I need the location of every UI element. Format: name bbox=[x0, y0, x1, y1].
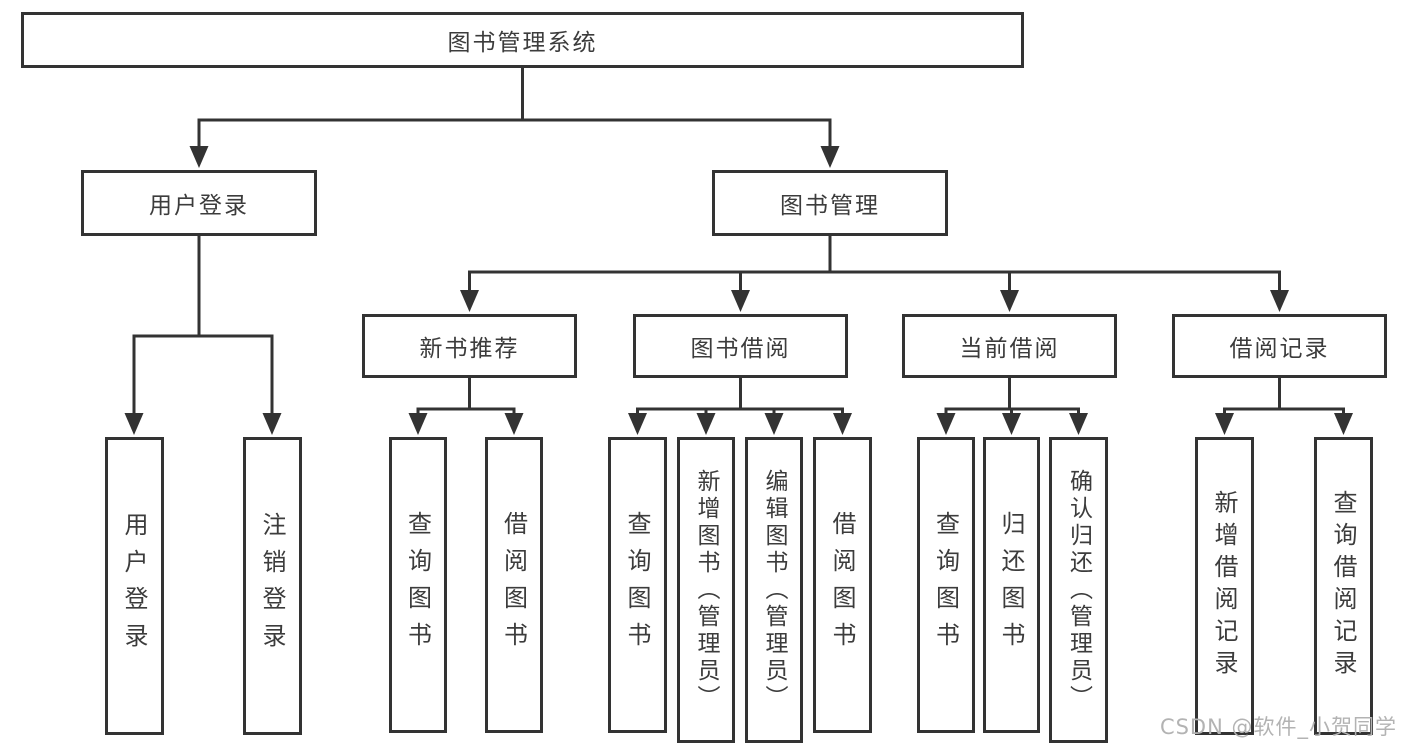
leaf-query-books-current: 查询图书 bbox=[917, 437, 975, 733]
leaf-user-login: 用户登录 bbox=[105, 437, 164, 735]
node-root-system-label: 图书管理系统 bbox=[447, 30, 598, 56]
leaf-query-borrow-record-label: 查询借阅记录 bbox=[1329, 490, 1357, 682]
leaf-query-books-recommend-label: 查询图书 bbox=[403, 511, 432, 659]
node-book-borrow-label: 图书借阅 bbox=[690, 336, 791, 362]
leaf-borrow-books-recommend-label: 借阅图书 bbox=[499, 511, 528, 659]
leaf-add-books-admin-label: 新增图书（管理员） bbox=[693, 468, 719, 712]
leaf-query-books-recommend: 查询图书 bbox=[389, 437, 447, 733]
connector-user-login-children bbox=[132, 234, 274, 417]
connector-current-borrow-children bbox=[944, 376, 1080, 417]
leaf-query-books-borrow-label: 查询图书 bbox=[623, 511, 651, 659]
node-new-book-recommend: 新书推荐 bbox=[362, 314, 577, 378]
node-book-management: 图书管理 bbox=[712, 170, 948, 236]
csdn-watermark: CSDN @软件_小贺同学 bbox=[1159, 715, 1397, 739]
arrowheads bbox=[124, 146, 1353, 435]
leaf-user-login-label: 用户登录 bbox=[120, 512, 148, 660]
connector-root-to-level2 bbox=[197, 66, 832, 150]
leaf-add-borrow-record: 新增借阅记录 bbox=[1195, 437, 1254, 735]
node-current-borrow: 当前借阅 bbox=[902, 314, 1117, 378]
node-new-book-recommend-label: 新书推荐 bbox=[419, 336, 520, 362]
leaf-return-books: 归还图书 bbox=[983, 437, 1040, 733]
node-book-borrow: 图书借阅 bbox=[633, 314, 848, 378]
node-user-login: 用户登录 bbox=[81, 170, 317, 236]
leaf-add-borrow-record-label: 新增借阅记录 bbox=[1210, 490, 1238, 682]
leaf-confirm-return-admin-label: 确认归还（管理员） bbox=[1065, 468, 1092, 712]
leaf-borrow-books-recommend: 借阅图书 bbox=[485, 437, 543, 733]
node-book-management-label: 图书管理 bbox=[780, 193, 880, 219]
leaf-edit-books-admin: 编辑图书（管理员） bbox=[745, 437, 803, 743]
leaf-confirm-return-admin: 确认归还（管理员） bbox=[1049, 437, 1108, 743]
leaf-query-borrow-record: 查询借阅记录 bbox=[1314, 437, 1373, 735]
leaf-borrow-books-label: 借阅图书 bbox=[828, 511, 856, 659]
leaf-logout: 注销登录 bbox=[243, 437, 302, 735]
leaf-return-books-label: 归还图书 bbox=[997, 511, 1025, 659]
node-borrow-records: 借阅记录 bbox=[1172, 314, 1387, 378]
node-current-borrow-label: 当前借阅 bbox=[959, 336, 1060, 362]
connector-new-book-children bbox=[416, 376, 516, 417]
leaf-add-books-admin: 新增图书（管理员） bbox=[677, 437, 735, 743]
node-root-system: 图书管理系统 bbox=[21, 12, 1024, 68]
leaf-logout-label: 注销登录 bbox=[258, 512, 286, 660]
leaf-query-books-borrow: 查询图书 bbox=[608, 437, 667, 733]
connector-book-borrow-children bbox=[636, 376, 844, 417]
connector-borrow-records-children bbox=[1223, 376, 1345, 417]
node-user-login-label: 用户登录 bbox=[149, 193, 249, 219]
leaf-borrow-books: 借阅图书 bbox=[813, 437, 872, 733]
connector-book-management-children bbox=[468, 234, 1281, 294]
leaf-edit-books-admin-label: 编辑图书（管理员） bbox=[761, 468, 787, 712]
leaf-query-books-current-label: 查询图书 bbox=[931, 511, 960, 659]
node-borrow-records-label: 借阅记录 bbox=[1229, 336, 1330, 362]
